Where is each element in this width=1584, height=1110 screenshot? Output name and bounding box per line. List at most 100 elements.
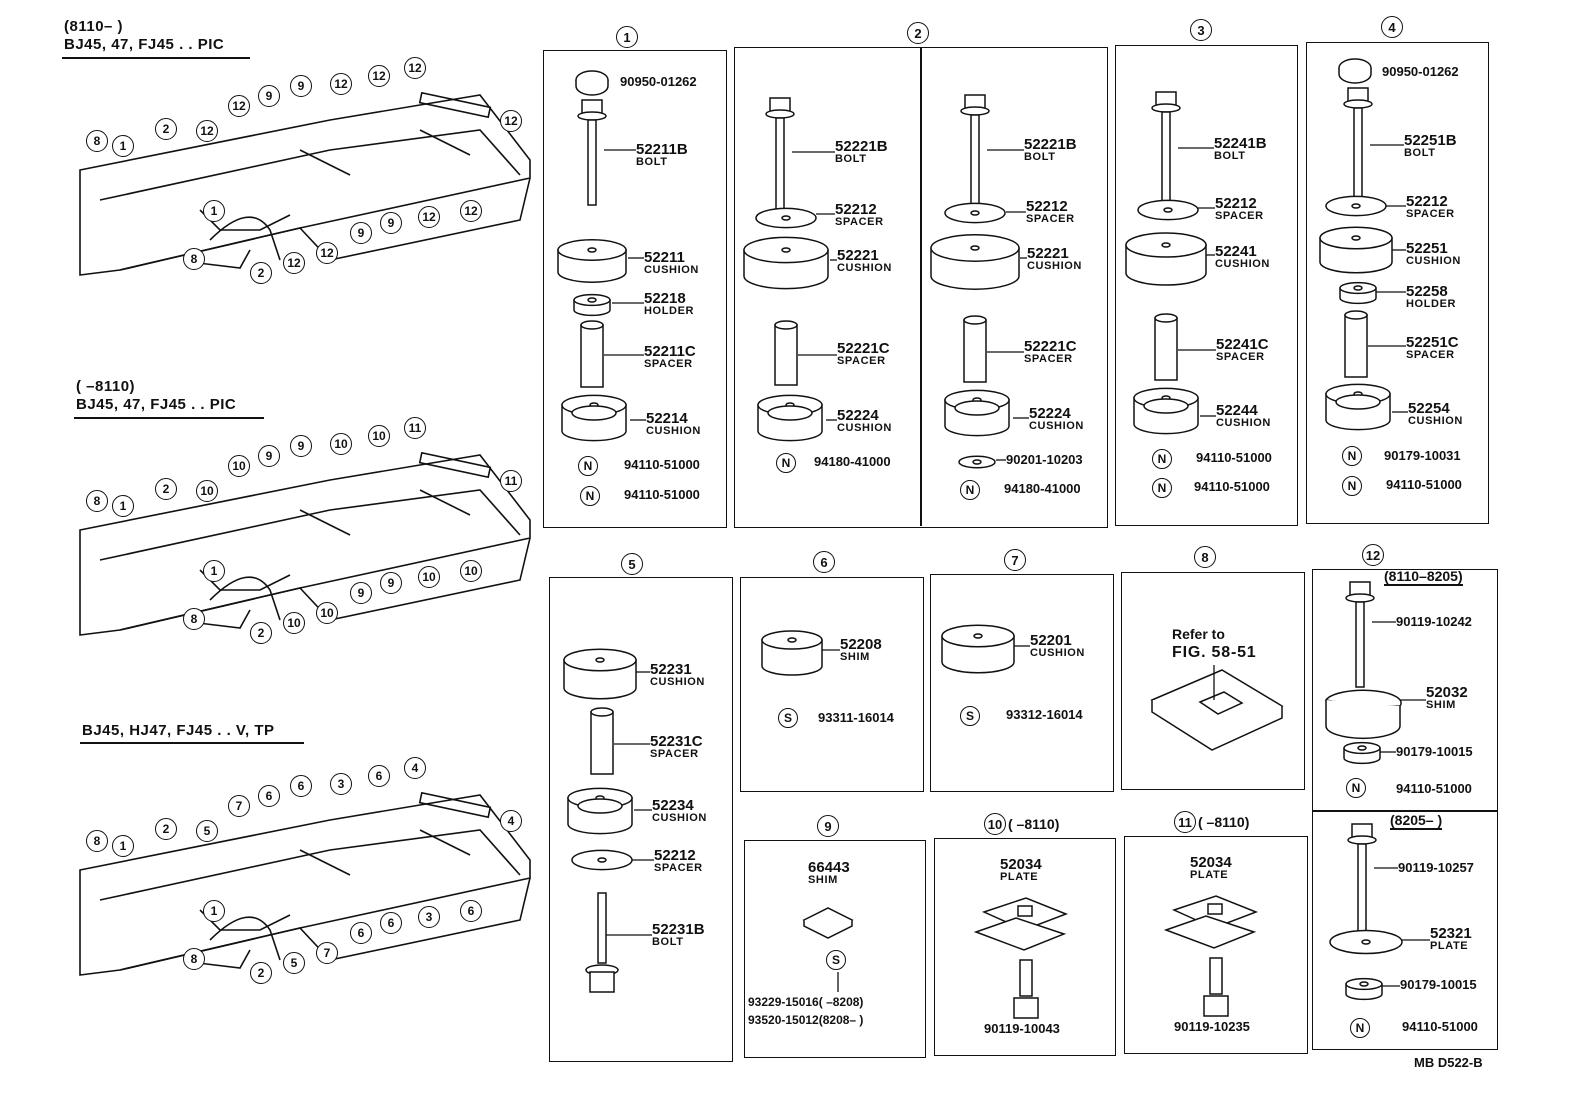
g5-52231-no: 52231: [650, 661, 692, 678]
g2-spacer: [774, 324, 798, 386]
group-12-range-b: (8205– ): [1390, 812, 1443, 830]
g7-cushion-hole: [973, 633, 983, 639]
panel-group-10: [934, 838, 1116, 1056]
g1-spacer-top: [580, 320, 604, 330]
g4-52212-no: 52212: [1406, 193, 1448, 210]
g4-cap-side: [1338, 68, 1372, 84]
frame2-callout-15: 10: [283, 612, 305, 634]
g3-spacer: [1154, 317, 1178, 381]
g7-sym-1: S: [960, 706, 980, 726]
g4-ref-2: 94110-51000: [1386, 477, 1462, 492]
g2b-52221-name: CUSHION: [1027, 260, 1082, 272]
frame-2-rail-outer: [79, 454, 531, 636]
panel-group-11: [1124, 836, 1308, 1054]
g12-52032-no: 52032: [1426, 684, 1468, 701]
g2-52212-no: 52212: [835, 201, 877, 218]
header-1-underline: [62, 57, 250, 59]
g10-plate-bolt-shank: [1019, 959, 1033, 997]
g5-52231-name: CUSHION: [650, 676, 705, 688]
group-12-range-a: (8110–8205): [1384, 568, 1463, 586]
g10-52034-name: PLATE: [1000, 871, 1039, 883]
panel-group-12: [1312, 569, 1498, 1050]
frame3-callout-14: 2: [250, 962, 272, 984]
g4-bolt-washer: [1343, 99, 1373, 109]
panel-group-5: [549, 577, 733, 1062]
g2-52224-no: 52224: [837, 407, 879, 424]
g8-note-line1: Refer to: [1172, 626, 1225, 642]
frame-2-steering-rod: [209, 576, 281, 621]
group-10-range: ( –8110): [1008, 816, 1060, 832]
g2b-52221-no: 52221: [1027, 245, 1069, 262]
frame-2-cross-bars: [299, 489, 471, 536]
g2b-bolt-shank: [970, 114, 980, 208]
panel-group-2: [734, 47, 1108, 528]
g4-bolt-shank: [1353, 107, 1363, 204]
g1-cap-side: [575, 80, 609, 96]
frame3-callout-2: 1: [112, 835, 134, 857]
g1-bolt-shank: [587, 119, 597, 206]
frame1-callout-17: 9: [350, 222, 372, 244]
frame-3-cross-bars: [299, 829, 471, 876]
g2-spacer-top: [774, 320, 798, 330]
g7-ref-1: 93312-16014: [1006, 707, 1083, 722]
frame2-callout-14: 2: [250, 622, 272, 644]
g2-52221b-name: BOLT: [835, 153, 867, 165]
g2-sym-1: N: [776, 453, 796, 473]
g12-part-90179-10015-a: 90179-10015: [1396, 744, 1473, 759]
frame3-callout-7: 6: [290, 775, 312, 797]
frame-3-slot: [418, 791, 492, 819]
frame1-callout-12: 1: [203, 200, 225, 222]
frame2-callout-10: 11: [404, 417, 426, 439]
g5-52212-name: SPACER: [654, 862, 703, 874]
frame-2-slot: [418, 451, 492, 479]
g2-52224-name: CUSHION: [837, 422, 892, 434]
g4-holder-hole: [1353, 285, 1363, 291]
group-3-heading: 3: [1190, 19, 1212, 41]
g4-cushion-hole: [1351, 235, 1361, 241]
g9-66443-name: SHIM: [808, 874, 838, 886]
frame1-callout-9: 12: [368, 65, 390, 87]
g3-52241b-no: 52241B: [1214, 135, 1267, 152]
g5-52231b-no: 52231B: [652, 921, 705, 938]
g8-shim: [1198, 691, 1244, 715]
group-11-heading: 11: [1174, 811, 1196, 833]
g4-sym-2: N: [1342, 476, 1362, 496]
frame1-callout-11: 12: [500, 110, 522, 132]
g12-52321-no: 52321: [1430, 925, 1472, 942]
frame3-callout-4: 5: [196, 820, 218, 842]
g4-52254-no: 52254: [1408, 400, 1450, 417]
g2b-washer-hole: [970, 210, 980, 216]
g1-holder-hole: [587, 297, 597, 303]
frame2-callout-11: 11: [500, 470, 522, 492]
frame2-callout-1: 8: [86, 490, 108, 512]
panel-group-12-divider: [1313, 810, 1497, 812]
g4-lcushion-inner: [1335, 394, 1381, 410]
g5-52234-no: 52234: [652, 797, 694, 814]
g3-52212-no: 52212: [1215, 195, 1257, 212]
g4-ref-1: 90179-10031: [1384, 448, 1461, 463]
frame1-callout-2: 1: [112, 135, 134, 157]
g10-plate-bottom: [973, 917, 1067, 951]
g5-cushion-hole: [595, 657, 605, 663]
g2-52221b-no: 52221B: [835, 138, 888, 155]
g12-52032-name: SHIM: [1426, 699, 1456, 711]
g2b-52212-no: 52212: [1026, 198, 1068, 215]
frame2-callout-4: 10: [196, 480, 218, 502]
group-11-range: ( –8110): [1198, 814, 1250, 830]
header-1: (8110– ) BJ45, 47, FJ45 . . PIC: [64, 18, 224, 54]
